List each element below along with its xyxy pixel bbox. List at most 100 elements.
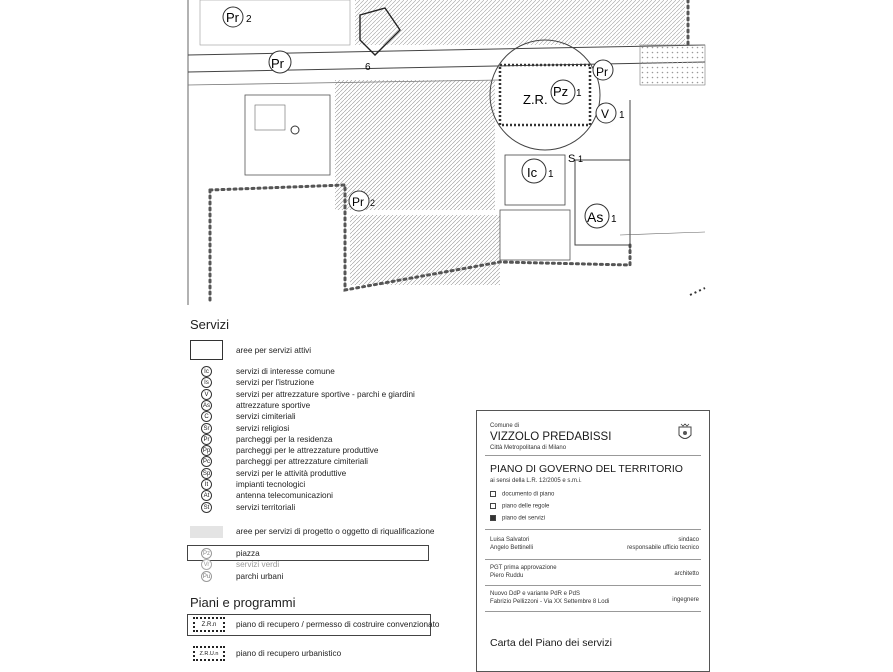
- legend-symbol: Ic: [201, 366, 212, 377]
- legend-label: parcheggi per la residenza: [236, 434, 333, 444]
- legend-item: St servizi territoriali: [190, 501, 296, 513]
- legend-label: antenna telecomunicazioni: [236, 491, 333, 501]
- piazza-symbol: Pz: [201, 548, 212, 559]
- legend-item: It impianti tecnologici: [190, 479, 305, 490]
- coat-of-arms-icon: [678, 423, 692, 439]
- legend-label: attrezzature sportive: [236, 400, 311, 410]
- legend-label: servizi cimiteriali: [236, 412, 296, 422]
- zrn-symbol: Z.R.n: [193, 617, 225, 632]
- map-label-as: As: [587, 209, 603, 225]
- checkbox-icon: [490, 491, 496, 497]
- parchi-symbol: Pu: [201, 571, 212, 582]
- piano-title: PIANO DI GOVERNO DEL TERRITORIO: [490, 463, 683, 475]
- map-label-pz-num: 1: [576, 88, 582, 99]
- sindaco-role: sindaco: [678, 537, 699, 543]
- map-label-pr-num: 2: [370, 198, 375, 208]
- legend-item: At antenna telecomunicazioni: [190, 490, 333, 502]
- legend-symbol: Pp: [201, 445, 212, 457]
- map-label-ic: Ic: [527, 165, 538, 180]
- map-label-pr-num: 6: [365, 62, 371, 73]
- legend-item: Pc parcheggi per attrezzature cimiteriali: [190, 456, 368, 468]
- legend-label: impianti tecnologici: [236, 480, 306, 489]
- legend-symbol: St: [201, 501, 212, 513]
- comune-name: VIZZOLO PREDABISSI: [490, 431, 612, 443]
- legend-symbol: Sp: [201, 467, 212, 479]
- map-label-v: V: [601, 107, 609, 121]
- legend-item: Pr parcheggi per la residenza: [190, 433, 333, 445]
- variante-label: Nuovo DdP e variante PdR e PdS: [490, 591, 580, 597]
- servizi-title: Servizi: [190, 317, 230, 332]
- doc-item: piano dei servizi: [490, 515, 545, 522]
- piazza-label: piazza: [236, 549, 260, 558]
- resp-role: responsabile ufficio tecnico: [627, 545, 699, 551]
- legend-label: servizi territoriali: [236, 502, 296, 512]
- progetto-symbol: [190, 526, 223, 538]
- legend-symbol: Pc: [201, 456, 212, 468]
- doc-item: documento di piano: [490, 491, 554, 498]
- doc-item: piano delle regole: [490, 503, 549, 510]
- map-label-v-num: 1: [619, 110, 625, 121]
- carta-title: Carta del Piano dei servizi: [490, 637, 612, 649]
- map-label-s-num: 1: [578, 154, 583, 164]
- zru-symbol: Z.R.U.n: [193, 646, 225, 661]
- legend-label: servizi per l'istruzione: [236, 378, 315, 388]
- comune-di: Comune di: [490, 423, 520, 429]
- architetto-role: architetto: [674, 571, 699, 577]
- attivi-label: aree per servizi attivi: [236, 346, 312, 355]
- ingegnere-role: ingegnere: [672, 597, 699, 603]
- sindaco-name: Luisa Salvatori: [490, 537, 530, 543]
- map-label-ic-num: 1: [548, 169, 554, 180]
- legend-label: servizi per le attività produttive: [236, 468, 347, 478]
- map-label-as-num: 1: [611, 214, 617, 225]
- variante-name: Fabrizio Pellizzoni - Via XX Settembre 8…: [490, 599, 610, 605]
- legend-symbol: As: [201, 399, 212, 411]
- checkbox-icon: [490, 503, 496, 509]
- verde-symbol: Vr: [201, 559, 212, 570]
- checkbox-checked-icon: [490, 515, 496, 521]
- legend-symbol: V: [201, 388, 212, 400]
- legend-item: Sr servizi religiosi: [190, 422, 290, 434]
- resp-name: Angelo Bettinelli: [490, 545, 534, 551]
- map-label-pr: Pr: [596, 65, 608, 79]
- legend-item: Ic servizi di interesse comune: [190, 366, 335, 377]
- map-label-s: S: [568, 153, 575, 165]
- pgt-name: Piero Ruddu: [490, 573, 524, 579]
- legend-symbol: At: [201, 490, 212, 502]
- legend-label: parcheggi per attrezzature cimiteriali: [236, 457, 368, 467]
- legend-symbol: Pr: [201, 433, 212, 445]
- map-label-pr: Pr: [271, 56, 285, 71]
- legend-symbol: C: [201, 411, 212, 423]
- map-label-pr: Pr: [226, 10, 240, 25]
- legge-ref: ai sensi della L.R. 12/2005 e s.m.i.: [490, 478, 582, 484]
- legend-label: servizi per attrezzature sportive - parc…: [236, 389, 415, 399]
- legend-item: Pp parcheggi per le attrezzature produtti…: [190, 445, 379, 457]
- legend-item: Sp servizi per le attività produttive: [190, 467, 347, 479]
- legend-label: servizi religiosi: [236, 423, 290, 433]
- legend-symbol: Is: [201, 377, 212, 389]
- title-block: Comune di VIZZOLO PREDABISSI Città Metro…: [476, 410, 710, 672]
- pgt-label: PGT prima approvazione: [490, 565, 557, 571]
- citta-metropolitana: Città Metropolitana di Milano: [490, 445, 567, 451]
- legend-label: parcheggi per le attrezzature produttive: [236, 446, 379, 456]
- legend-item: As attrezzature sportive: [190, 399, 311, 411]
- zrn-label: piano di recupero / permesso di costruir…: [236, 620, 440, 629]
- progetto-label: aree per servizi di progetto o oggetto d…: [236, 527, 435, 536]
- piazza-highlight: [187, 545, 429, 561]
- map-label-pz: Pz: [553, 84, 568, 99]
- piani-title: Piani e programmi: [190, 595, 296, 610]
- verde-label: servizi verdi: [236, 560, 280, 569]
- legend-item: Is servizi per l'istruzione: [190, 377, 315, 389]
- map-label-zr: Z.R.: [523, 92, 548, 107]
- zru-label: piano di recupero urbanistico: [236, 649, 342, 658]
- legend-label: servizi di interesse comune: [236, 367, 335, 376]
- legend-symbol: It: [201, 479, 212, 490]
- zrn-highlight: [187, 614, 431, 636]
- map-label-pr: Pr: [352, 195, 364, 209]
- legend-symbol: Sr: [201, 422, 212, 434]
- map-label-pr-num: 2: [246, 14, 252, 25]
- attivi-symbol: [190, 340, 223, 360]
- cadastral-map: Pr 2 Pr 6 Z.R. Pz 1 Pr V 1 Ic 1 S 1 As 1…: [0, 0, 893, 305]
- parchi-label: parchi urbani: [236, 572, 284, 581]
